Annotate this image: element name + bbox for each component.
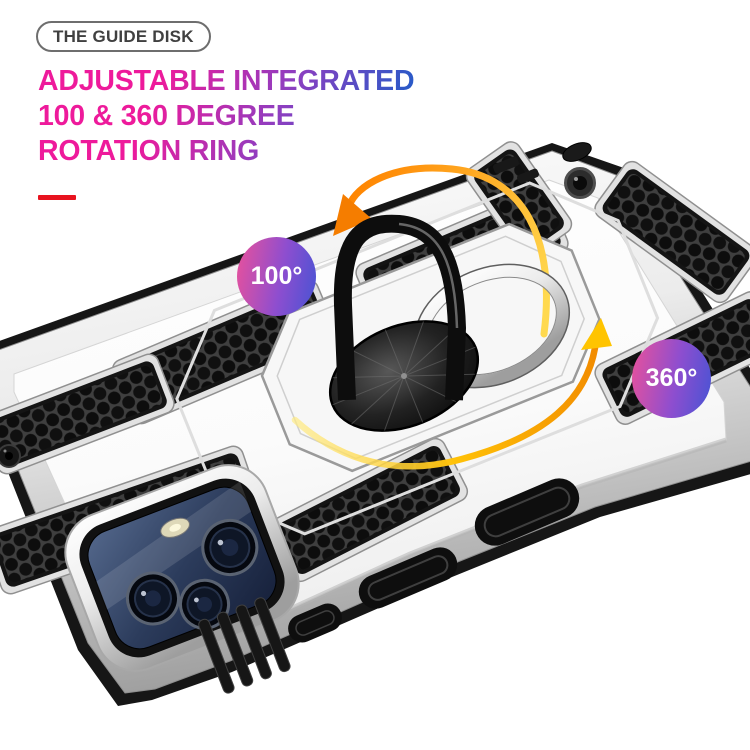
honeycomb-panel-left-upper xyxy=(0,353,175,475)
page-title: ADJUSTABLE INTEGRATED 100 & 360 DEGREE R… xyxy=(38,64,414,169)
corner-port-oval xyxy=(562,142,592,162)
side-button-small xyxy=(288,603,342,643)
camera-lens xyxy=(179,578,231,630)
rotation-angle-label: 360° xyxy=(645,364,698,392)
camera-lens xyxy=(125,571,180,626)
headline-line-3: ROTATION RING xyxy=(38,135,260,167)
guide-disk-badge-label: THE GUIDE DISK xyxy=(53,27,194,46)
headline-line-1: ADJUSTABLE INTEGRATED xyxy=(38,65,415,97)
honeycomb-panel-right-upper xyxy=(594,160,750,304)
flip-angle-label: 100° xyxy=(250,262,303,290)
guide-disk-badge: THE GUIDE DISK xyxy=(36,21,211,52)
rotation-arrow-icon xyxy=(291,318,612,470)
headline-line-2: 100 & 360 DEGREE xyxy=(38,100,295,132)
camera-lens xyxy=(201,518,259,576)
rotation-angle-badge: 360° xyxy=(632,339,711,418)
honeycomb-panel-below-ring xyxy=(267,437,469,583)
kickstand-ring-arch xyxy=(333,214,466,401)
side-button-large xyxy=(474,478,580,546)
side-button-medium xyxy=(358,547,458,609)
flip-angle-badge: 100° xyxy=(237,237,316,316)
accent-dash xyxy=(38,195,76,200)
left-screw-hole xyxy=(0,444,21,468)
flip-arrow-icon xyxy=(333,164,550,338)
corner-camera-hole xyxy=(564,167,596,199)
camera-flash xyxy=(160,517,190,538)
kickstand-metal-disk xyxy=(328,320,480,432)
edge-nubs xyxy=(492,156,539,184)
speaker-slats xyxy=(198,597,291,694)
